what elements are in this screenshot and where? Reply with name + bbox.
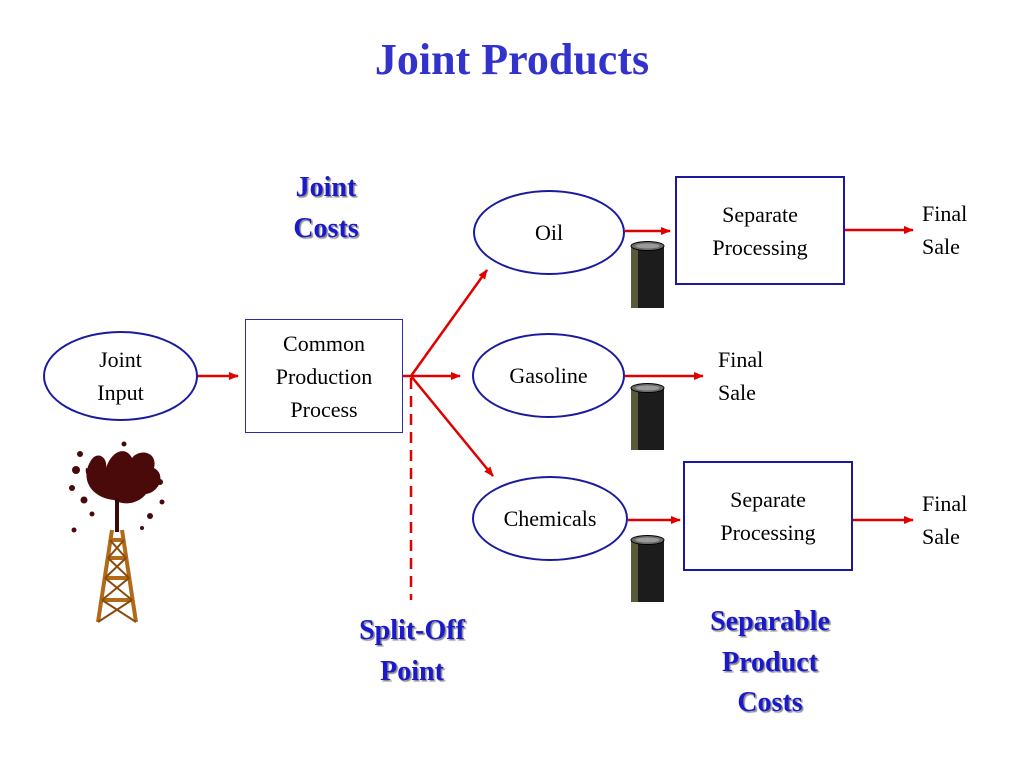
separable-costs-callout: Separable Product Costs bbox=[680, 602, 860, 724]
final-sale-gasoline-line2: Sale bbox=[718, 380, 756, 405]
separable-costs-line1: Separable bbox=[710, 606, 830, 637]
oil-label: Oil bbox=[534, 220, 564, 245]
split-off-line2: Point bbox=[380, 655, 444, 687]
split-off-line1: Split-Off bbox=[359, 615, 465, 646]
joint-input-label-line2: Input bbox=[97, 380, 144, 405]
separable-costs-line3: Costs bbox=[737, 687, 803, 719]
gasoline-node: Gasoline bbox=[472, 333, 625, 418]
oil-barrel-icon bbox=[630, 383, 665, 450]
oil-derrick-icon bbox=[69, 441, 165, 623]
process-label-line3: Process bbox=[290, 396, 358, 422]
oil-node: Oil bbox=[473, 190, 625, 275]
final-sale-oil-line1: Final bbox=[922, 201, 968, 226]
separate-processing-oil-box: Separate Processing bbox=[675, 176, 845, 285]
final-sale-chemicals: Final Sale bbox=[922, 487, 967, 553]
final-sale-gasoline: Final Sale bbox=[718, 343, 763, 409]
arrow-split-to-oil bbox=[409, 269, 489, 377]
joint-costs-line1: Joint bbox=[295, 172, 357, 203]
chemicals-label: Chemicals bbox=[503, 506, 597, 531]
gasoline-label: Gasoline bbox=[509, 363, 588, 388]
oil-barrel-icon bbox=[630, 535, 665, 602]
joint-input-node: Joint Input bbox=[43, 331, 198, 421]
arrow-split-to-chemicals bbox=[410, 375, 494, 477]
joint-input-label-line1: Joint bbox=[99, 347, 142, 372]
final-sale-chemicals-line1: Final bbox=[922, 491, 968, 516]
process-label-line1: Common bbox=[283, 330, 365, 356]
joint-costs-callout: Joint Costs bbox=[266, 168, 386, 249]
sep-proc-oil-line1: Separate bbox=[722, 201, 798, 227]
sep-proc-chem-line1: Separate bbox=[730, 487, 806, 512]
separable-costs-line2: Product bbox=[722, 646, 818, 678]
sep-proc-oil-line2: Processing bbox=[712, 234, 808, 260]
page-title: Joint Products bbox=[374, 35, 650, 84]
common-production-process-box: Common Production Process bbox=[245, 319, 403, 433]
chemicals-node: Chemicals bbox=[472, 476, 628, 561]
oil-barrel-icon bbox=[630, 241, 665, 308]
separate-processing-chemicals-box: Separate Processing bbox=[683, 461, 853, 571]
split-off-point-callout: Split-Off Point bbox=[326, 611, 498, 692]
final-sale-gasoline-line1: Final bbox=[718, 347, 764, 372]
joint-costs-line2: Costs bbox=[293, 212, 359, 244]
final-sale-oil: Final Sale bbox=[922, 197, 967, 263]
sep-proc-chem-line2: Processing bbox=[720, 520, 816, 545]
process-label-line2: Production bbox=[275, 363, 373, 389]
final-sale-oil-line2: Sale bbox=[922, 234, 960, 259]
final-sale-chemicals-line2: Sale bbox=[922, 524, 960, 549]
